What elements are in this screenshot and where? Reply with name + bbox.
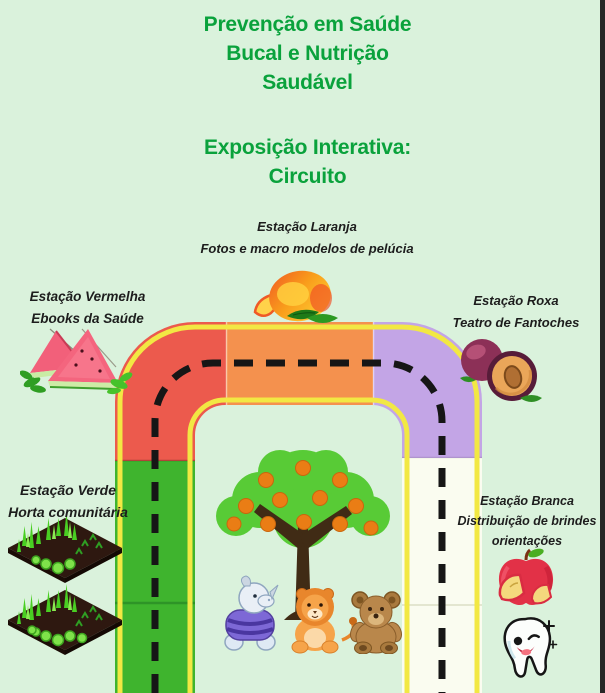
station-verde-desc: Horta comunitária — [8, 504, 128, 520]
mango-icon — [253, 270, 338, 323]
garden-beds-icon — [7, 516, 123, 656]
plush-toys-icon — [224, 575, 402, 654]
red-path-segment — [115, 322, 226, 461]
poster-title: Prevenção em Saúde Bucal e Nutrição Saud… — [203, 13, 412, 94]
plush-teddy-bear — [350, 591, 402, 654]
station-verde-name: Estação Verde — [20, 482, 116, 498]
station-label-vermelha: Estação Vermelha Ebooks da Saúde — [0, 286, 175, 330]
purple-path-segment — [372, 322, 482, 458]
station-branca-name: Estação Branca — [480, 494, 574, 508]
station-laranja-name: Estação Laranja — [257, 219, 357, 234]
watermelon-icon — [20, 328, 133, 395]
right-edge-border — [600, 0, 605, 693]
apple-icon — [498, 548, 554, 605]
station-vermelha-desc: Ebooks da Saúde — [31, 311, 144, 326]
station-branca-desc: Distribuição de brindes orientações — [457, 514, 597, 548]
fruit-tree-icon — [216, 450, 390, 620]
inner-yellow-stripe — [187, 397, 410, 693]
tooth-icon — [503, 617, 558, 678]
station-roxa-desc: Teatro de Fantoches — [452, 315, 580, 330]
station-vermelha-name: Estação Vermelha — [29, 289, 146, 304]
station-label-laranja: Estação Laranja Fotos e macro modelos de… — [137, 216, 477, 260]
poster-subtitle: Exposição Interativa: Circuito — [203, 136, 412, 188]
station-roxa-name: Estação Roxa — [473, 293, 559, 308]
station-label-roxa: Estação Roxa Teatro de Fantoches — [432, 290, 600, 334]
plush-hippo — [224, 575, 279, 651]
dashed-route-line — [151, 359, 446, 693]
plush-lion — [291, 588, 357, 654]
station-laranja-desc: Fotos e macro modelos de pelúcia — [200, 241, 414, 256]
station-label-branca: Estação Branca Distribuição de brindes o… — [453, 491, 601, 551]
plum-icon — [460, 339, 542, 402]
station-label-verde: Estação Verde Horta comunitária — [0, 479, 136, 523]
